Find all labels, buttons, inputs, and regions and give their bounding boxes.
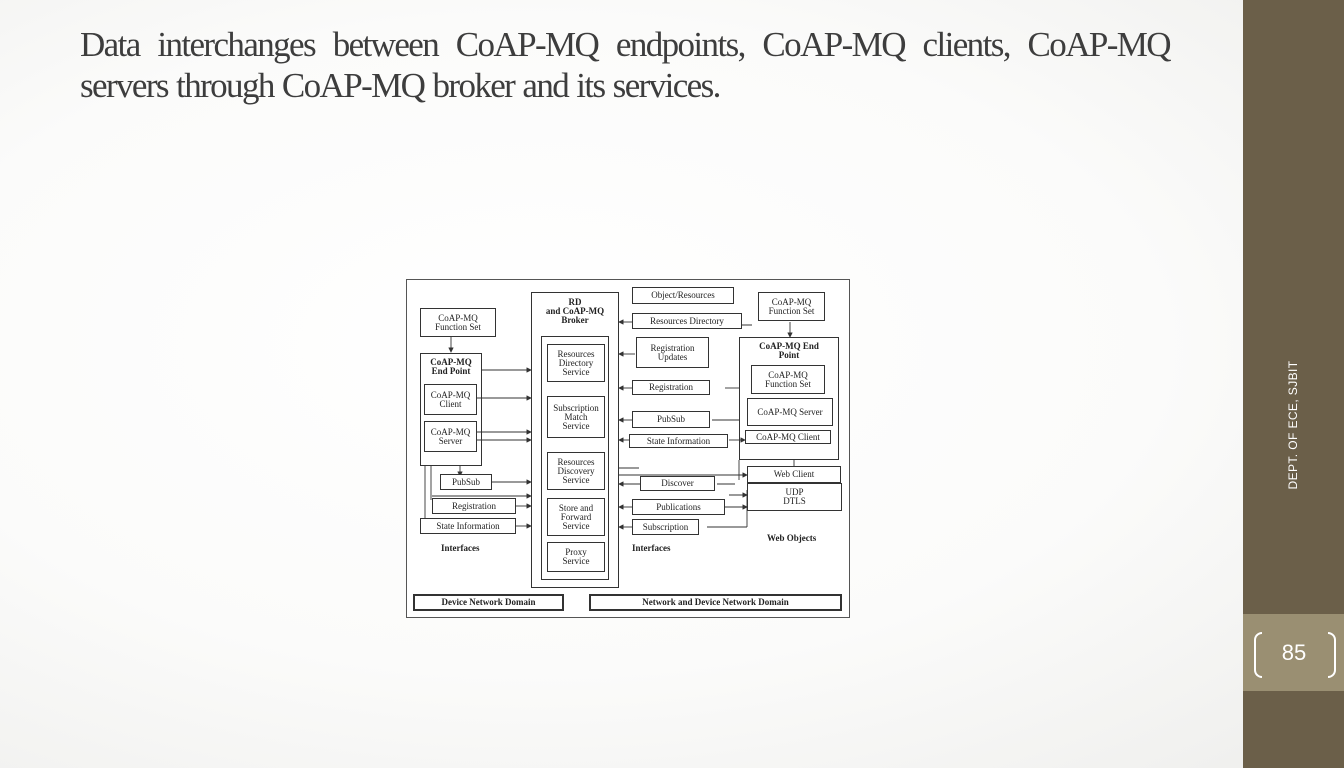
right-function-set-box: CoAP-MQ Function Set: [758, 292, 825, 321]
slide-title: Data interchanges between CoAP-MQ endpoi…: [80, 25, 1172, 105]
broker-title: RD and CoAP-MQ Broker: [545, 297, 605, 325]
left-server-box: CoAP-MQ Server: [424, 421, 477, 452]
right-end-point-box: [739, 337, 839, 460]
broker-outer-box: [531, 292, 619, 588]
page-number: 85: [1281, 640, 1307, 665]
left-end-point-label: CoAP-MQ End Point: [430, 357, 472, 376]
left-state-information-box: State Information: [420, 518, 516, 534]
left-end-point-box: [420, 353, 482, 466]
service-store-forward: Store and Forward Service: [547, 498, 605, 536]
left-function-set-box: CoAP-MQ Function Set: [420, 308, 496, 337]
connector-lines: [424, 319, 795, 530]
service-subscription-match: Subscription Match Service: [547, 396, 605, 438]
service-resources-directory: Resources Directory Service: [547, 344, 605, 382]
subscription-box: Subscription: [632, 519, 699, 535]
side-label: DEPT. OF ECE, SJBIT: [1286, 360, 1300, 490]
network-device-domain-box: Network and Device Network Domain: [589, 594, 842, 611]
bracket-left-icon: [1254, 632, 1262, 678]
broker-services-box: [541, 336, 609, 580]
right-client-box: CoAP-MQ Client: [745, 430, 831, 444]
resources-directory-box: Resources Directory: [632, 313, 742, 329]
left-client-box: CoAP-MQ Client: [424, 384, 477, 415]
object-resources-box: Object/Resources: [632, 287, 734, 304]
left-pubsub-box: PubSub: [440, 474, 492, 490]
right-interfaces-label: Interfaces: [632, 543, 671, 553]
device-network-domain-box: Device Network Domain: [413, 594, 564, 611]
right-registration-box: Registration: [632, 380, 710, 395]
service-resources-discovery: Resources Discovery Service: [547, 452, 605, 490]
service-proxy: Proxy Service: [547, 542, 605, 572]
left-interfaces-label: Interfaces: [441, 543, 480, 553]
page-number-tab: [1243, 614, 1344, 691]
web-client-box: Web Client: [747, 466, 841, 483]
left-registration-box: Registration: [432, 498, 516, 514]
right-server-box: CoAP-MQ Server: [747, 398, 833, 426]
registration-updates-box: Registration Updates: [636, 337, 709, 368]
right-inner-function-set-box: CoAP-MQ Function Set: [751, 365, 825, 394]
right-pubsub-box: PubSub: [632, 411, 710, 428]
right-end-point-label: CoAP-MQ End Point: [759, 341, 819, 360]
architecture-diagram: CoAP-MQ Function Set CoAP-MQ End Point C…: [406, 279, 850, 618]
web-objects-label: Web Objects: [767, 533, 817, 543]
right-state-information-box: State Information: [629, 434, 728, 448]
discover-box: Discover: [640, 476, 715, 491]
publications-box: Publications: [632, 499, 725, 515]
udp-dtls-box: UDP DTLS: [747, 483, 842, 511]
